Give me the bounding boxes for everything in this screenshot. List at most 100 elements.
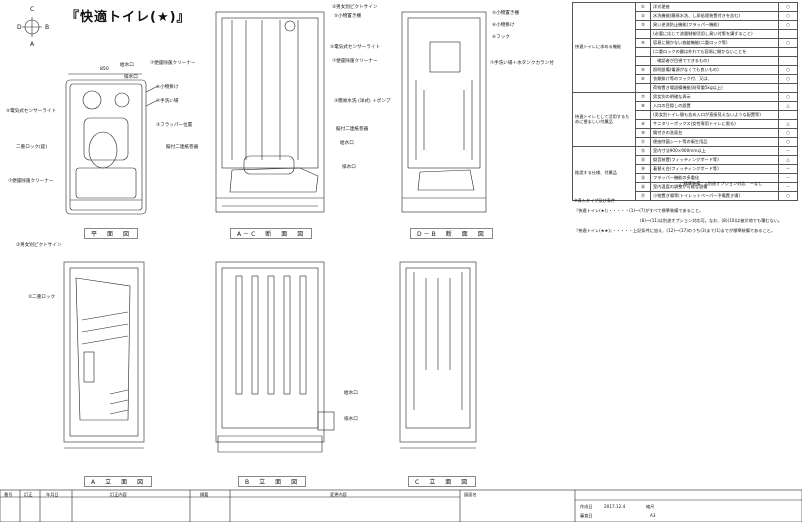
plan-label-hook: ⑥小物掛け — [156, 85, 179, 90]
tb-header-4: 摘要 — [200, 492, 209, 497]
note-2: (8)～(11)は別途オプション対応可。なお、(8)(10)は被災地でも積むない… — [640, 218, 783, 223]
spec-cell-text: 着替え台(フィッティングボード等) — [650, 164, 779, 174]
spec-cell-mark: ○ — [778, 137, 798, 147]
section-db-view — [401, 11, 487, 213]
spec-cell-text: 室内寸法900×900mm以上 — [650, 146, 779, 156]
spec-cell-text: 男女別の明確な表示 — [650, 92, 779, 102]
view-title-db: D－B 断 面 図 — [410, 228, 493, 239]
spec-legend: ○標準装備 △別途オプション対応 －なし — [680, 181, 763, 186]
spec-cell-no: ⑰ — [635, 191, 651, 201]
db-label-shelf: ⑤小物置き棚 — [492, 11, 520, 16]
spec-cell-mark: － — [778, 146, 798, 156]
tb-drawing: 図面名 — [464, 492, 477, 497]
spec-cell-text: 容易に開かない施錠機能(二重ロック等) — [650, 38, 779, 48]
compass-top: C — [30, 6, 35, 13]
spec-cell-no: ⑪ — [635, 137, 651, 147]
elevation-b-view — [215, 261, 335, 453]
view-title-plan: 平 面 図 — [84, 228, 139, 239]
spec-cell-no: ⑦ — [635, 92, 651, 102]
ac-label-cleaner: ⑦便座除菌クリーナー — [332, 59, 378, 64]
note-3: 『快適トイレ(★★)』・・・・・上記条件に加え、(12)～(17)のうち(3)ま… — [574, 228, 776, 233]
ac-label-pump: ③簡易水洗 (洋式) ＋ポンプ — [334, 99, 391, 104]
spec-cell-no: ⑤ — [635, 65, 651, 75]
note-1: 『快適トイレ(★)』・・・・・(1)～(7)がすべて標準装備であること。 — [574, 208, 704, 213]
drawing-title: 『快適トイレ(★)』 — [66, 10, 191, 25]
spec-cell-text: (男女別トイレ間も含め入口が直接見えないような配置等) — [650, 110, 779, 120]
spec-cell-mark: ○ — [778, 128, 798, 138]
view-title-a: A 立 面 図 — [84, 476, 153, 487]
tb-header-3: 訂正内容 — [110, 492, 127, 497]
plan-label-drain: 排水口 — [124, 75, 138, 80]
elev-label-drain: 排水口 — [344, 417, 358, 422]
plan-view — [65, 73, 159, 215]
ac-label-sensor: ⑤電気式センサーライト — [330, 45, 381, 50]
spec-cell-text: 便座除菌シート等の衛生用品 — [650, 137, 779, 147]
spec-cell-no: ② — [635, 11, 651, 21]
spec-cell-mark: － — [778, 164, 798, 174]
spec-cell-no — [635, 83, 651, 93]
spec-group-name: 快適トイレに求める機能 — [572, 2, 636, 93]
ac-label-holder: 擬付二連紙巻器 — [336, 127, 369, 132]
plan-label-handwash: ⑦手洗い場 — [156, 99, 179, 104]
elev-label-pictogram: ②男女別ピクトサイン — [16, 243, 62, 248]
spec-cell-no — [635, 56, 651, 66]
plan-label-sensor: ⑤電気式センサーライト — [6, 109, 57, 114]
compass-left: D — [17, 24, 22, 31]
spec-cell-no: ③ — [635, 20, 651, 30]
elev-label-lock: ②二重ロック — [28, 295, 56, 300]
spec-cell-mark: ○ — [778, 74, 798, 84]
spec-cell-no: ⑫ — [635, 146, 651, 156]
spec-cell-text: 水洗機能(簡易水洗、し尿処理装置付きを含む) — [650, 11, 779, 21]
spec-cell-text: 衣類掛け等のフック付、又は、 — [650, 74, 779, 84]
tb-header-0: 番号 — [4, 492, 13, 497]
tb-checked: 審査日 — [580, 513, 593, 518]
plan-label-lock: 二重ロック(錠) — [16, 145, 48, 150]
spec-cell-mark — [778, 83, 798, 93]
db-label-hook: ⑥小物掛け — [492, 23, 515, 28]
tb-header-5: 変更内容 — [330, 492, 347, 497]
spec-cell-mark: ○ — [778, 38, 798, 48]
ac-label-pictogram: ②男女別ピクトサイン — [332, 5, 378, 10]
spec-cell-mark: ○ — [778, 65, 798, 75]
spec-cell-mark: ○ — [778, 2, 798, 12]
dimension-label: 850 — [100, 67, 109, 72]
spec-group-name: 快適トイレとして活用するために望ましい付属品 — [572, 92, 636, 147]
spec-cell-mark — [778, 110, 798, 120]
db-label-hook2: ⑥フック — [492, 35, 510, 40]
spec-cell-no: ① — [635, 2, 651, 12]
spec-cell-no: ④ — [635, 38, 651, 48]
elevation-c-view — [399, 261, 477, 449]
plan-label-inlet: 給水口 — [120, 63, 134, 68]
tb-header-1: 訂正 — [24, 492, 33, 497]
spec-cell-mark: ○ — [778, 92, 798, 102]
spec-cell-no: ⑩ — [635, 128, 651, 138]
tb-date: 2017.12.4 — [604, 504, 626, 509]
spec-cell-text: 洋式便座 — [650, 2, 779, 12]
elev-label-inlet: 給水口 — [344, 391, 358, 396]
spec-cell-text: (二重ロックの鍵は外れても容易に開かないことを — [650, 47, 779, 57]
spec-cell-no — [635, 47, 651, 57]
elevation-a-view — [63, 261, 145, 449]
ac-label-inlet: 給水口 — [340, 141, 354, 146]
spec-cell-text: 擬音装置(フィッティングボード等) — [650, 155, 779, 165]
spec-group-name: 推奨する仕様、付属品 — [572, 146, 636, 201]
tb-scale: 縮尺 — [646, 504, 655, 509]
tb-made: 作成日 — [580, 504, 593, 509]
spec-cell-text: 確認者が目視でできるもの) — [650, 56, 779, 66]
section-ac-view — [215, 11, 325, 213]
spec-cell-no: ⑯ — [635, 182, 651, 192]
plan-label-bucket: ⑦便座除菌クリーナー — [8, 179, 54, 184]
spec-cell-no: ⑥ — [635, 74, 651, 84]
spec-cell-no — [635, 29, 651, 39]
spec-cell-mark: ○ — [778, 191, 798, 201]
spec-cell-mark: △ — [778, 119, 798, 129]
spec-cell-no: ⑭ — [635, 164, 651, 174]
title-block-frame — [0, 489, 802, 522]
spec-cell-mark — [778, 47, 798, 57]
spec-cell-text: 入口の目隠しの設置 — [650, 101, 779, 111]
